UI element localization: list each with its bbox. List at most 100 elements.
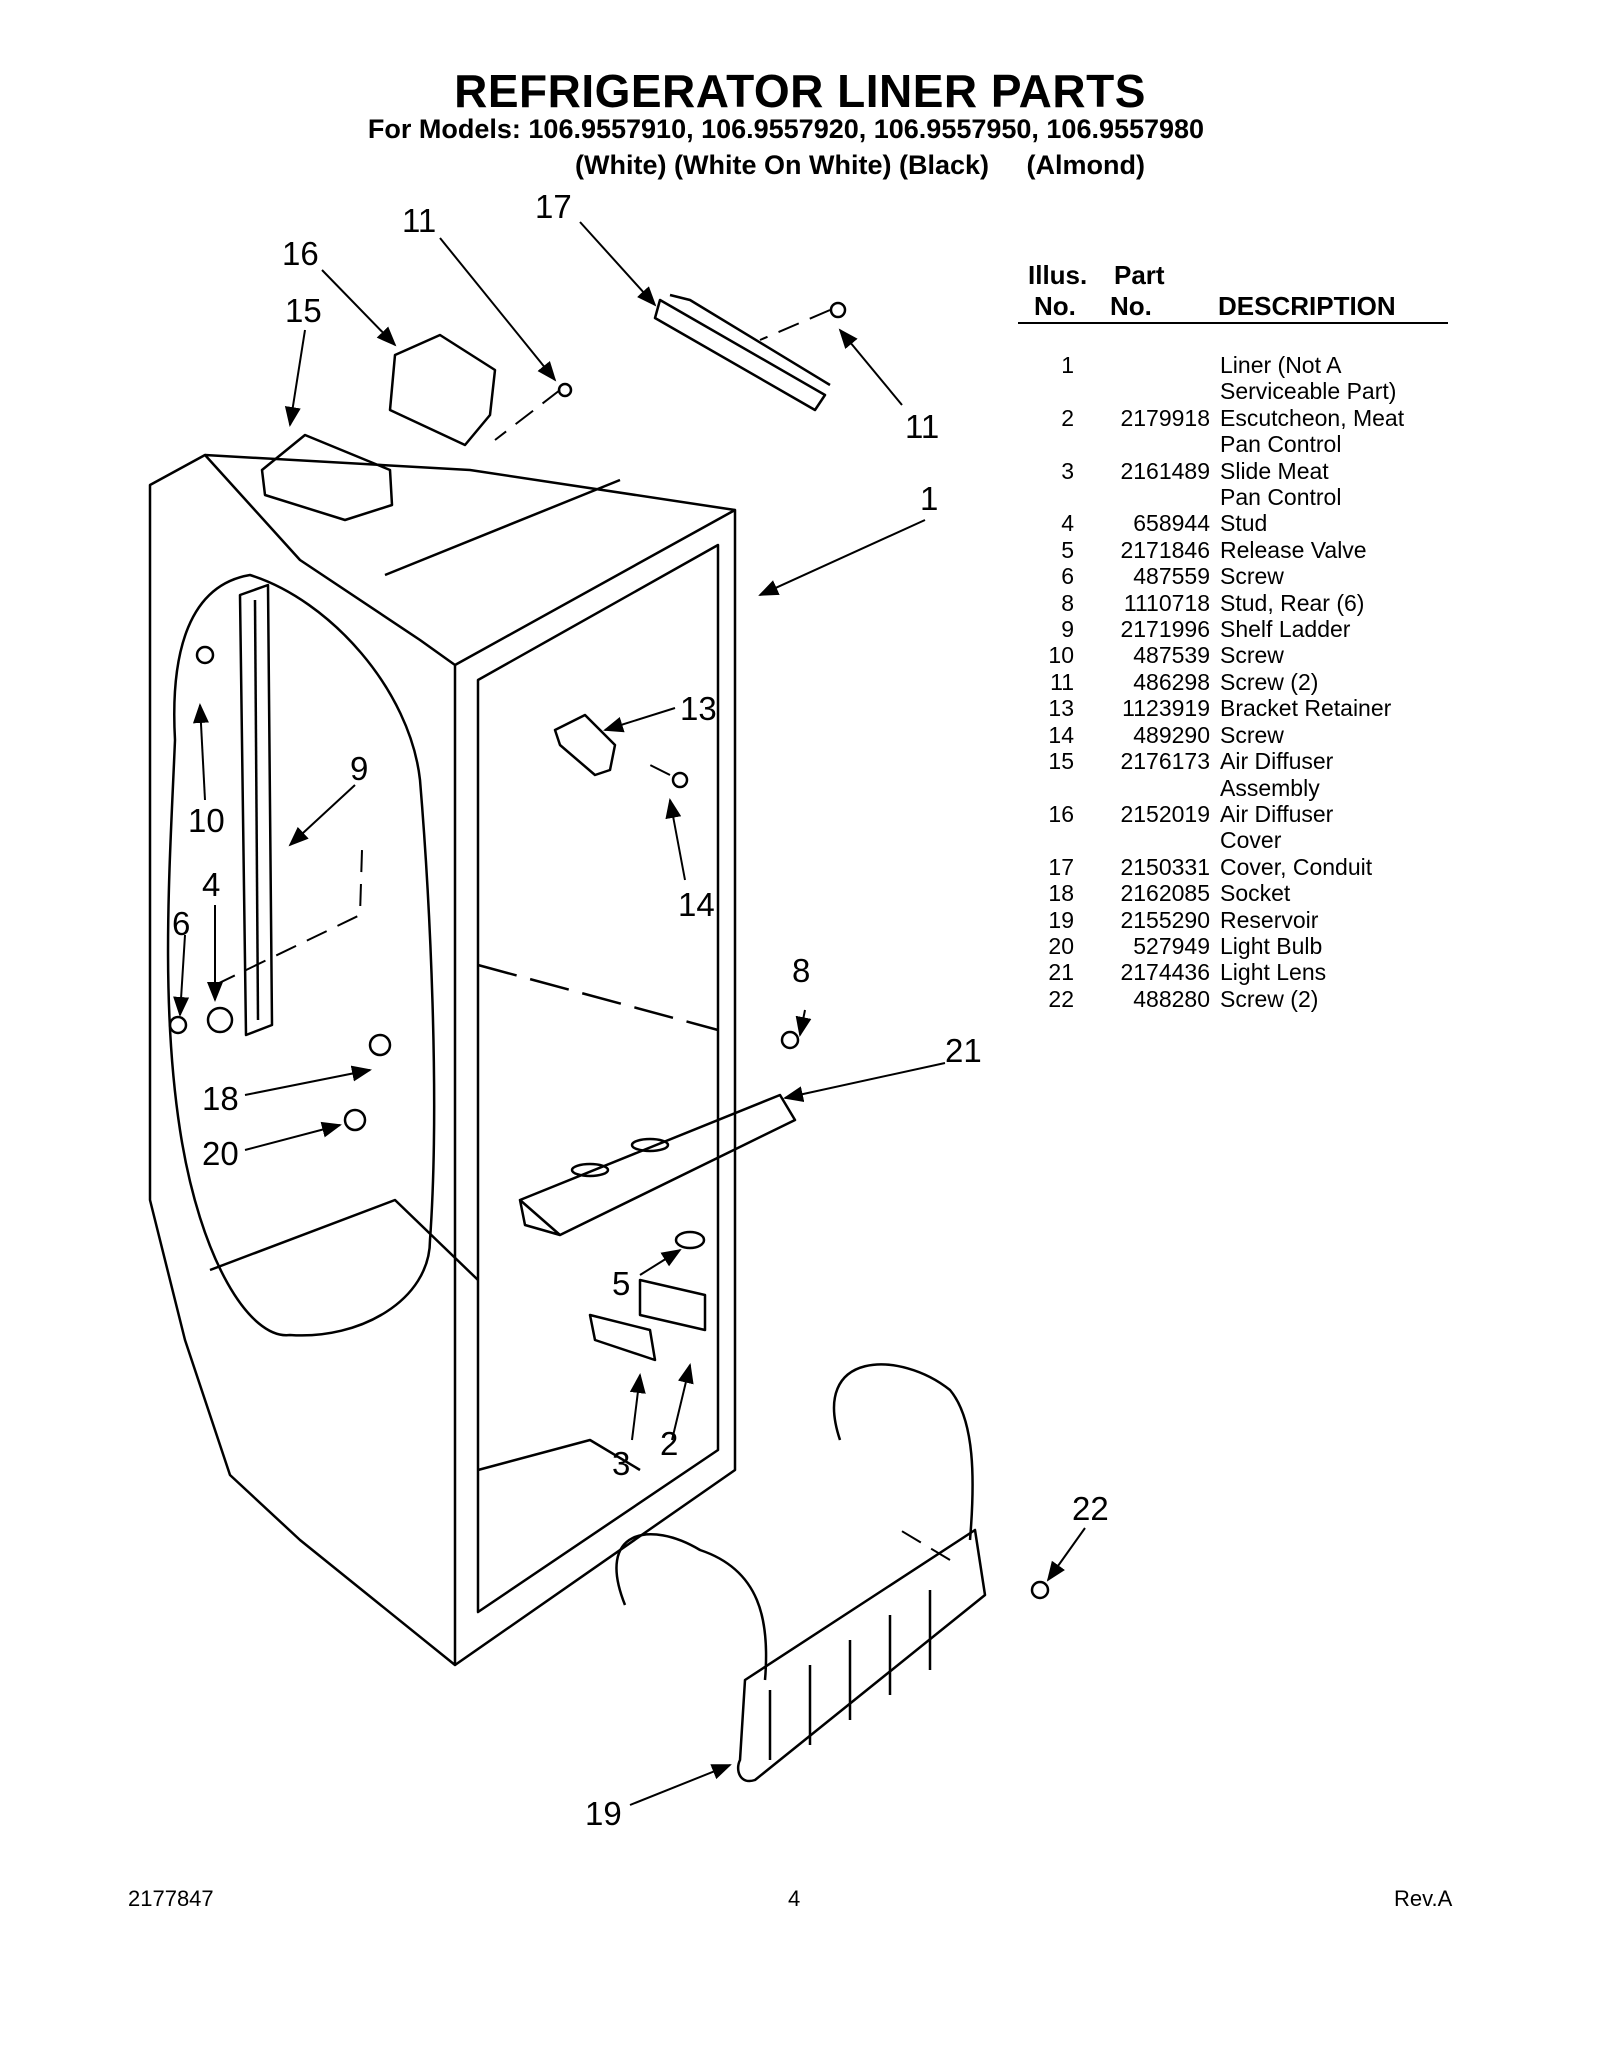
description-line: Air Diffuser [1220,800,1334,827]
description-line: Reservoir [1220,906,1319,933]
light-lens [518,1093,797,1237]
header-part-bottom: No. [1110,291,1152,321]
callout-11: 11 [402,202,436,239]
part-number: 2174436 [1120,959,1210,986]
page-title: REFRIGERATOR LINER PARTS [454,65,1146,117]
description-line: Stud [1220,510,1268,537]
part-description: Screw (2) [1220,986,1448,1012]
part-number: 2171846 [1120,536,1210,563]
air-diffuser-assembly [260,433,394,522]
part-description: Shelf Ladder [1220,616,1448,642]
description-line: Socket [1220,880,1291,907]
description-line: Slide Meat [1220,457,1329,484]
table-row: 10 487539 Screw [1018,642,1448,668]
callout-17: 17 [535,188,572,225]
description-line: Screw [1220,642,1284,669]
models-line: For Models: 106.9557910, 106.9557920, 10… [367,114,1205,144]
illus-number: 13 [1048,695,1074,722]
header-part-top: Part [1114,260,1165,290]
bracket-retainer [553,713,617,777]
header-description: DESCRIPTION [1218,291,1396,321]
part-number: 489290 [1133,721,1210,748]
part-description: Socket [1220,880,1448,906]
part-number: 2176173 [1120,748,1210,775]
part-number: 487539 [1133,642,1210,669]
part-number: 488280 [1133,985,1210,1012]
part-description: Bracket Retainer [1220,695,1448,721]
illus-number: 15 [1048,748,1074,775]
callout-labels: 16 15 11 17 11 1 13 9 10 4 6 14 8 21 18 … [172,188,1109,1832]
reservoir [736,1528,987,1783]
part-description: Screw [1220,722,1448,748]
illus-number: 16 [1048,800,1074,827]
callout-9: 9 [350,750,368,787]
callout-10: 10 [188,802,225,839]
part-description: Screw (2) [1220,669,1448,695]
description-line: Air Diffuser [1220,748,1334,775]
callout-19: 19 [585,1795,622,1832]
part-number: 2152019 [1120,800,1210,827]
callout-20: 20 [202,1135,239,1172]
part-description: Screw [1220,563,1448,589]
illus-number: 22 [1048,985,1074,1012]
part-number: 2162085 [1120,880,1210,907]
description-line: Stud, Rear (6) [1220,589,1365,616]
part-number: 2161489 [1120,457,1210,484]
part-number: 527949 [1133,932,1210,959]
callout-1: 1 [920,480,938,517]
part-number: 2155290 [1120,906,1210,933]
description-line: Pan Control [1220,484,1342,511]
callout-16: 16 [282,235,319,272]
part-description: Stud, Rear (6) [1220,590,1448,616]
description-line: Light Lens [1220,959,1327,986]
description-line: Escutcheon, Meat [1220,404,1405,431]
callout-5: 5 [612,1265,630,1302]
illus-number: 20 [1048,932,1074,959]
header-illus-bottom: No. [1034,291,1076,321]
air-diffuser-cover [388,333,497,447]
callout-21: 21 [945,1032,982,1069]
part-description: Reservoir [1220,907,1448,933]
description-line: Screw (2) [1220,985,1319,1012]
illus-number: 3 [1061,457,1074,484]
part-description: Light Bulb [1220,933,1448,959]
callout-14: 14 [678,886,715,923]
part-number: 2171996 [1120,616,1210,643]
exploded-parts-diagram: 16 15 11 17 11 1 13 9 10 4 6 14 8 21 18 … [148,188,1109,1832]
callout-2: 2 [660,1425,678,1462]
liner-inner-frame [476,543,720,1614]
illus-number: 10 [1048,642,1074,669]
description-line: Assembly [1220,774,1320,801]
callout-18: 18 [202,1080,239,1117]
escutcheon-meat-pan-control [638,1278,707,1332]
footer-doc-number: 2177847 [128,1886,214,1911]
description-line: Screw [1220,721,1284,748]
description-line: Cover, Conduit [1220,853,1373,880]
description-line: Light Bulb [1220,932,1323,959]
callout-15: 15 [285,292,322,329]
illus-number: 19 [1048,906,1074,933]
illus-number: 6 [1061,563,1074,590]
table-row: 20 527949 Light Bulb [1018,933,1448,959]
parts-table-header: Illus. No. Part No. DESCRIPTION [1018,260,1448,324]
description-line: Screw (2) [1220,668,1319,695]
part-description: Stud [1220,510,1448,536]
part-number: 487559 [1133,563,1210,590]
table-row: 6 487559 Screw [1018,563,1448,589]
description-line: Pan Control [1220,431,1342,458]
illus-number: 17 [1048,853,1074,880]
